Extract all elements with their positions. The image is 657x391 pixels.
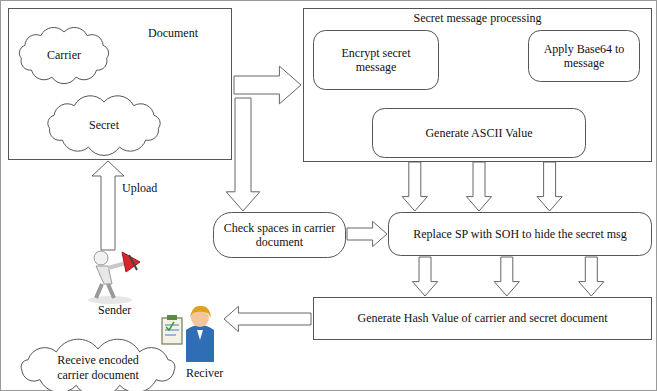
panel-heading: Secret message processing [303,11,652,25]
check-bubble: Check spaces in carrier document [213,212,346,258]
node-text: Secret [89,118,119,132]
process-box: Encrypt secret message [313,30,439,90]
box-outline [304,9,652,162]
receive-cloud: Receive encoded carrier document [14,343,182,391]
box-outline [314,298,652,340]
cloud-outline [21,339,175,391]
carrier-cloud: Carrier [14,26,114,84]
block-arrow [402,162,562,211]
upload-arrow [92,161,124,250]
text-area: Encrypt secret message [313,30,439,90]
process-box: Apply Base64 to message [528,30,640,82]
text-area: Replace SP with SOH to hide the secret m… [388,212,652,256]
node-text: Generate Hash Value of carrier and secre… [358,311,608,325]
arrow-shape [579,257,604,296]
arrow-shape [412,257,437,296]
node-text: Encrypt secret message [321,46,431,75]
process-box: Generate Hash Value of carrier and secre… [313,297,652,340]
node-text: Generate ASCII Value [425,126,532,140]
text-area: Generate ASCII Value [372,108,586,158]
block-arrow [347,221,387,246]
process-box: Generate ASCII Value [372,108,586,158]
text-area: Check spaces in carrier document [213,212,346,258]
text-area: Secret [42,96,166,154]
node-text: Apply Base64 to message [536,42,632,71]
text-area: Generate Hash Value of carrier and secre… [313,297,652,340]
arrow-shape [537,162,562,211]
receiver-label: Reciver [186,366,223,381]
block-arrow [412,257,604,296]
cloud-outline [19,27,108,83]
cloud-outline [48,96,160,156]
box-outline [214,213,346,258]
block-arrow [224,306,311,331]
text-area: Receive encoded carrier document [14,343,182,391]
arrow-shape [224,306,311,331]
box-outline [373,109,586,158]
arrow-shape [402,162,427,211]
sender-figure [88,251,140,304]
node-text: Check spaces in carrier document [221,221,338,250]
arrow-shape [494,257,519,296]
text-area: Apply Base64 to message [528,30,640,82]
receiver-figure [162,306,214,362]
box-outline [314,31,439,90]
node-text: Document [148,26,198,40]
secret-cloud: Secret [42,96,166,154]
document-panel: DocumentCarrierSecret [8,8,232,160]
sender-label: Sender [98,303,131,318]
process-box: Replace SP with SOH to hide the secret m… [388,212,652,256]
node-text: Replace SP with SOH to hide the secret m… [413,227,627,241]
processing-panel: Secret message processingEncrypt secret … [303,8,652,162]
node-text: Receive encoded carrier document [41,353,155,382]
box-outline [529,31,640,82]
arrow-shape [466,162,491,211]
upload-label: Upload [122,181,157,196]
box-outline [389,213,652,256]
box-outline [9,9,232,160]
node-text: Carrier [47,48,81,62]
text-area: Carrier [14,26,114,84]
arrow-shape [347,221,387,246]
